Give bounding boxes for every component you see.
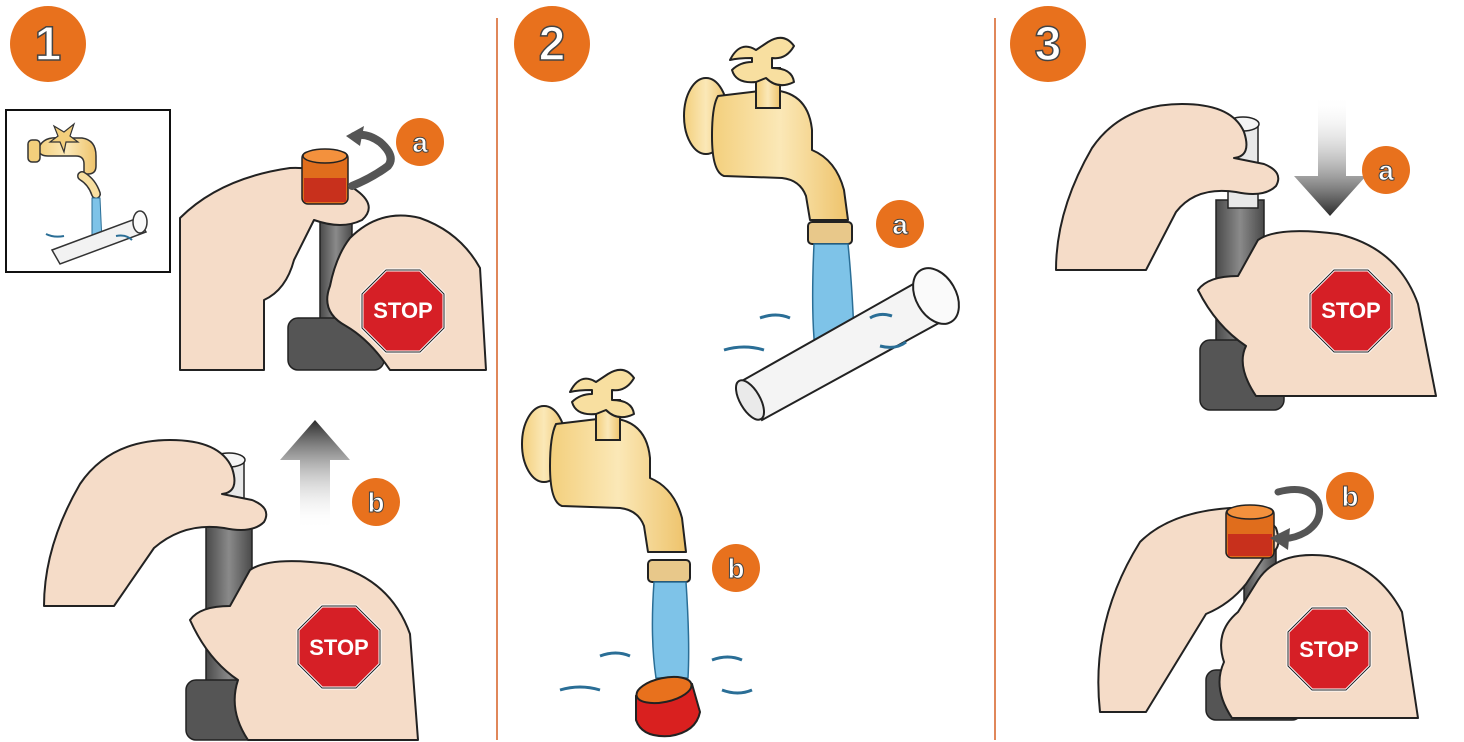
stop-label: STOP [1299, 637, 1359, 662]
step-number: 1 [35, 18, 62, 71]
sub-step-label: b [727, 553, 744, 584]
illustration-3a: STOP a [1056, 96, 1436, 410]
sub-step-badge-b: b [712, 544, 760, 592]
nozzle-icon [302, 149, 348, 204]
step-1: 1 [6, 6, 486, 740]
stop-label: STOP [309, 635, 369, 660]
illustration-1a: STOP a [176, 118, 486, 370]
step-number: 2 [539, 18, 566, 71]
rotate-arrow-icon [1270, 490, 1320, 550]
stop-label: STOP [1321, 298, 1381, 323]
arrow-down-icon [1294, 96, 1366, 216]
illustration-2a: a [684, 38, 968, 424]
step-number-badge: 1 [10, 6, 86, 82]
sub-step-label: a [412, 127, 428, 158]
stop-sign-icon: STOP [298, 606, 380, 688]
nozzle-icon [634, 672, 700, 736]
step-3: 3 STOP [1010, 6, 1436, 720]
faucet-icon [684, 38, 852, 244]
step-2: 2 a [514, 6, 968, 736]
stop-label: STOP [373, 298, 433, 323]
illustration-3b: STOP b [1098, 472, 1418, 720]
sub-step-badge-b: b [352, 478, 400, 526]
stop-sign-icon: STOP [1310, 270, 1392, 352]
illustration-2b: b [522, 370, 760, 736]
sub-step-badge-a: a [876, 200, 924, 248]
sub-step-label: a [1378, 155, 1394, 186]
sub-step-badge-a: a [1362, 146, 1410, 194]
inset-box [6, 110, 170, 272]
arrow-up-icon [280, 420, 350, 530]
stop-sign-icon: STOP [1288, 608, 1370, 690]
rotate-arrow-icon [346, 126, 391, 186]
sub-step-label: b [367, 487, 384, 518]
sub-step-label: a [892, 209, 908, 240]
sub-step-badge-b: b [1326, 472, 1374, 520]
step-number: 3 [1035, 18, 1062, 71]
sub-step-label: b [1341, 481, 1358, 512]
illustration-1b: STOP b [44, 420, 418, 740]
stop-sign-icon: STOP [362, 270, 444, 352]
nozzle-icon [1226, 505, 1274, 558]
step-number-badge: 2 [514, 6, 590, 82]
sub-step-badge-a: a [396, 118, 444, 166]
faucet-icon [522, 370, 690, 582]
step-number-badge: 3 [1010, 6, 1086, 82]
